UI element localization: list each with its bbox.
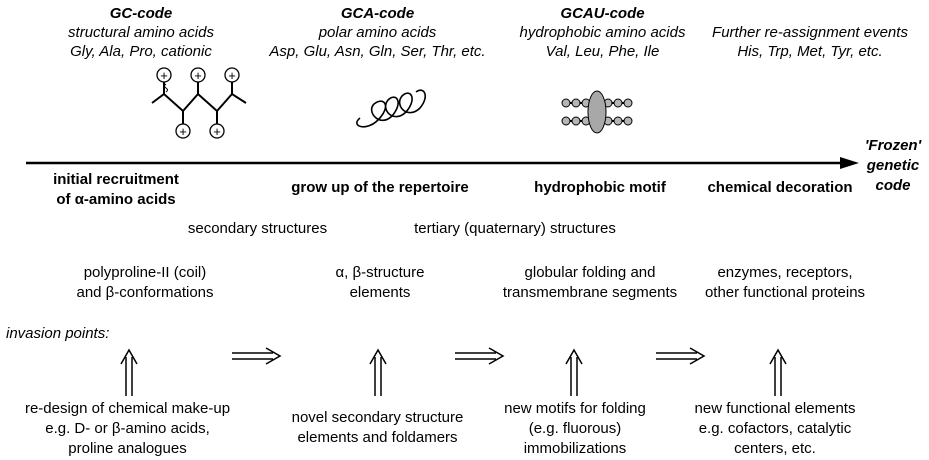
element-line: other functional proteins — [704, 284, 866, 301]
cationic-chain-icon — [151, 82, 247, 124]
invasion-folding-motifs: new motifs for folding (e.g. fluorous) i… — [490, 399, 660, 459]
element-line: globular folding and — [524, 264, 656, 281]
membrane-protein-icon — [561, 90, 633, 134]
phase-line: grow up of the repertoire — [291, 179, 469, 196]
tertiary-structures-label: tertiary (quaternary) structures — [414, 220, 616, 237]
invasion-foldamers: novel secondary structure elements and f… — [270, 408, 485, 448]
stage-description: hydrophobic amino acids — [519, 24, 686, 41]
phase-chemical-decoration: chemical decoration — [690, 178, 870, 198]
alpha-helix-icon — [356, 89, 427, 128]
frozen-code-line: 'Frozen' — [864, 137, 922, 154]
invasion-chemical-redesign: re-design of chemical make-up e.g. D- or… — [5, 399, 250, 459]
double-arrow-up-icon — [120, 348, 138, 396]
stage-gc-header: GC-code structural amino acids Gly, Ala,… — [36, 4, 246, 61]
element-line: and β-conformations — [76, 284, 214, 301]
double-arrow-right-icon — [656, 347, 706, 365]
invasion-line: novel secondary structure — [291, 409, 464, 426]
phase-line: hydrophobic motif — [534, 179, 666, 196]
positive-charge-icons — [156, 67, 240, 139]
stage-code: GCA-code — [340, 5, 415, 22]
element-globular-folding: globular folding and transmembrane segme… — [490, 263, 690, 303]
stage-examples: Asp, Glu, Asn, Gln, Ser, Thr, etc. — [269, 43, 486, 60]
element-line: elements — [349, 284, 411, 301]
invasion-line: (e.g. fluorous) — [528, 420, 622, 437]
stage-gca-header: GCA-code polar amino acids Asp, Glu, Asn… — [255, 4, 500, 61]
element-line: enzymes, receptors, — [717, 264, 853, 281]
charge-symbol: + — [160, 68, 168, 83]
stage-title: Further re-assignment events — [712, 24, 908, 41]
stage-code: GC-code — [109, 5, 173, 22]
invasion-points-label: invasion points: — [6, 325, 110, 342]
element-alpha-beta: α, β-structure elements — [310, 263, 450, 303]
invasion-line: new motifs for folding — [504, 400, 646, 417]
frozen-code-line: genetic — [866, 157, 920, 174]
stage-code: GCAU-code — [560, 5, 645, 22]
element-polyproline: polyproline-II (coil) and β-conformation… — [60, 263, 230, 303]
phase-hydrophobic-motif: hydrophobic motif — [520, 178, 680, 198]
invasion-line: immobilizations — [523, 440, 627, 457]
stage-examples: Gly, Ala, Pro, cationic — [70, 43, 212, 60]
phase-line: chemical decoration — [707, 179, 853, 196]
element-functional-proteins: enzymes, receptors, other functional pro… — [690, 263, 880, 303]
double-arrow-up-icon — [769, 348, 787, 396]
phase-line: initial recruitment — [53, 171, 179, 188]
frozen-code-label: 'Frozen' genetic code — [858, 136, 928, 196]
element-line: polyproline-II (coil) — [83, 264, 207, 281]
charge-symbol: + — [179, 124, 187, 139]
double-arrow-right-icon — [455, 347, 505, 365]
invasion-line: elements and foldamers — [297, 429, 458, 446]
double-arrow-right-icon — [232, 347, 282, 365]
invasion-line: centers, etc. — [734, 440, 816, 457]
timeline-arrow — [26, 157, 859, 169]
stage-description: structural amino acids — [68, 24, 214, 41]
invasion-line: e.g. cofactors, catalytic — [698, 420, 852, 437]
stage-gcau-header: GCAU-code hydrophobic amino acids Val, L… — [515, 4, 690, 61]
frozen-code-line: code — [875, 177, 911, 194]
charge-symbol: + — [228, 68, 236, 83]
invasion-line: proline analogues — [68, 440, 187, 457]
stage-further-header: Further re-assignment events His, Trp, M… — [695, 23, 925, 61]
invasion-functional-elements: new functional elements e.g. cofactors, … — [680, 399, 870, 459]
invasion-arrows — [120, 348, 787, 396]
invasion-line: re-design of chemical make-up — [24, 400, 231, 417]
secondary-structures-label: secondary structures — [187, 220, 328, 237]
phase-repertoire-growth: grow up of the repertoire — [275, 178, 485, 198]
double-arrow-up-icon — [369, 348, 387, 396]
element-line: α, β-structure — [335, 264, 425, 281]
charge-symbol: + — [213, 124, 221, 139]
phase-initial-recruitment: initial recruitment of α-amino acids — [16, 170, 216, 210]
charge-symbol: + — [194, 68, 202, 83]
element-line: transmembrane segments — [502, 284, 678, 301]
invasion-line: new functional elements — [694, 400, 856, 417]
double-arrow-up-icon — [565, 348, 583, 396]
progression-arrows — [232, 347, 706, 365]
stage-description: polar amino acids — [318, 24, 437, 41]
invasion-line: e.g. D- or β-amino acids, — [45, 420, 210, 437]
stage-examples: Val, Leu, Phe, Ile — [545, 43, 660, 60]
stage-examples: His, Trp, Met, Tyr, etc. — [737, 43, 883, 60]
phase-line: of α-amino acids — [56, 191, 176, 208]
